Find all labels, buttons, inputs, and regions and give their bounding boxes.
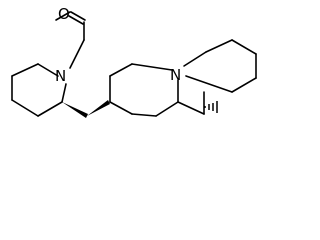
quinolizidine-nitrogen-label: N [170,66,181,84]
qz-bond-c6-c7 [205,39,233,53]
pip-bond-c4-c3 [11,99,39,117]
pip-bond-n-c6 [37,63,59,77]
qz-bond-c9b-n [185,75,233,93]
pip-bond-c6-c5 [11,63,39,77]
qz-bond-c9-c9b [231,77,257,93]
carbonyl-double-bond-a [70,11,86,21]
wedge-bond-quinolizidine-c3 [87,100,110,116]
molecule-structure: O N N [11,5,257,118]
oxygen-label: O [58,5,70,23]
piperidine-ring [11,39,85,117]
qz-bond-n-c2 [131,63,173,71]
qz-bond-n-c6 [183,51,207,67]
pip-bond-c2-n [61,83,67,103]
quinolizidine-right-ring [183,39,257,93]
formyl-group [55,11,86,41]
hashed-bond-bridgehead [204,101,218,113]
pip-bond-c3-c2 [37,101,63,117]
qz-bond-c4-c5 [131,113,157,117]
piperidine-nitrogen-label: N [55,67,66,85]
wedge-bond-inter-ring [62,102,88,118]
qz-bond-c2-c3 [109,63,133,77]
qz-bond-c5-c9a [155,101,179,117]
qz-bond-c3-c4 [109,101,133,115]
pip-bond-n-formyl [69,39,85,69]
qz-bond-c7-c8 [231,39,257,55]
qz-bond-c9a-c9b [177,101,205,115]
carbonyl-double-bond-b [68,15,84,25]
formyl-c-o-bond [55,11,71,21]
quinolizidine-left-ring [109,63,179,117]
